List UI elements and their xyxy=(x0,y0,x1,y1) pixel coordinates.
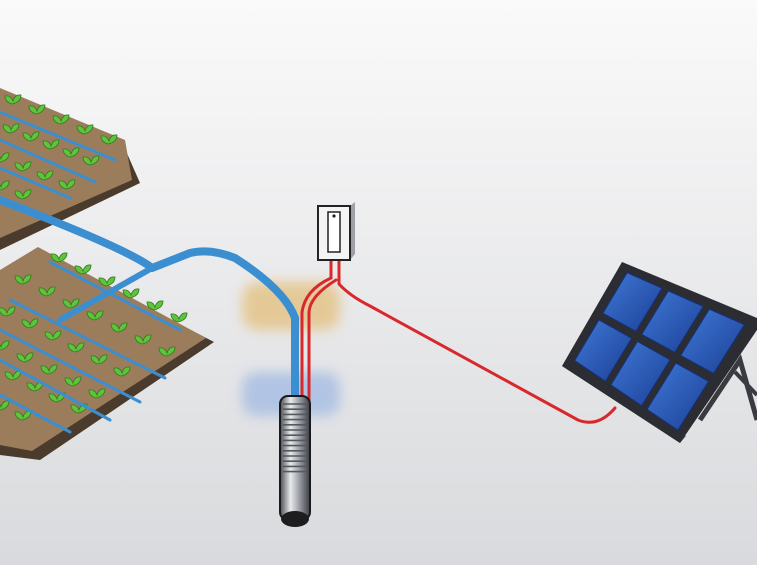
drip-line xyxy=(0,110,117,162)
plant-sprout xyxy=(110,322,128,333)
controller-indicator xyxy=(332,214,336,218)
drip-line xyxy=(0,358,112,422)
drip-line xyxy=(0,166,72,200)
pump-base xyxy=(281,511,309,527)
plant-sprout xyxy=(76,124,94,135)
plant-sprout xyxy=(67,342,85,353)
solar-cell xyxy=(646,362,710,431)
plant-rows-lower xyxy=(0,252,188,421)
plant-sprout xyxy=(4,94,22,105)
power-cable xyxy=(337,256,617,424)
drip-line xyxy=(0,393,72,434)
plant-sprout xyxy=(58,179,76,190)
plant-sprout xyxy=(90,354,108,365)
pump-intake-rings xyxy=(283,403,307,473)
plant-sprout xyxy=(2,123,20,134)
plant-sprout xyxy=(62,298,80,309)
controller-display xyxy=(327,211,341,253)
plant-sprout xyxy=(82,155,100,166)
plant-sprout xyxy=(16,352,34,363)
pipe-branch-lower xyxy=(57,265,155,323)
plant-sprout xyxy=(26,381,44,392)
solar-cell xyxy=(574,319,633,383)
plant-rows-upper xyxy=(0,94,118,200)
plant-sprout xyxy=(146,300,164,311)
plant-sprout xyxy=(22,131,40,142)
plant-sprout xyxy=(74,264,92,275)
plant-sprout xyxy=(42,139,60,150)
plant-sprout xyxy=(14,189,32,200)
plant-sprout xyxy=(62,147,80,158)
solar-cell xyxy=(679,308,746,375)
plant-sprout xyxy=(21,318,39,329)
plant-sprout xyxy=(4,370,22,381)
plant-sprout xyxy=(122,288,140,299)
plant-sprout xyxy=(38,286,56,297)
submersible-pump xyxy=(279,395,311,527)
panel-cells xyxy=(574,272,746,431)
plant-sprout xyxy=(28,104,46,115)
plant-sprout xyxy=(98,276,116,287)
plant-sprout xyxy=(44,330,62,341)
plant-sprout xyxy=(14,161,32,172)
plant-sprout xyxy=(158,346,176,357)
solar-cell xyxy=(602,272,663,332)
plant-sprout xyxy=(0,180,10,191)
plant-sprout xyxy=(86,310,104,321)
plant-sprout xyxy=(40,364,58,375)
solar-panel xyxy=(562,262,757,443)
drip-line xyxy=(48,260,182,332)
solar-cell xyxy=(641,290,704,353)
irrigated-field-lower xyxy=(0,247,214,460)
water-pipe xyxy=(0,196,299,406)
drip-lines xyxy=(0,110,182,434)
panel-leg xyxy=(733,370,757,397)
plant-sprout xyxy=(52,114,70,125)
plant-sprout xyxy=(64,376,82,387)
controller-side xyxy=(350,202,355,260)
plant-sprout xyxy=(36,170,54,181)
drip-line xyxy=(0,328,142,404)
plant-sprout xyxy=(0,400,10,411)
plant-sprout xyxy=(0,306,16,317)
solar-cell xyxy=(610,340,671,407)
plant-sprout xyxy=(113,366,131,377)
plant-sprout xyxy=(14,410,32,421)
plant-sprout xyxy=(88,388,106,399)
drip-line xyxy=(0,138,97,184)
plant-sprout xyxy=(170,312,188,323)
plant-sprout xyxy=(0,152,10,163)
panel-stand xyxy=(697,354,757,422)
plant-sprout xyxy=(100,134,118,145)
plant-sprout xyxy=(134,334,152,345)
plant-sprout xyxy=(50,252,68,263)
pump-controller xyxy=(317,202,355,261)
drip-line xyxy=(8,298,167,380)
plant-sprout xyxy=(14,274,32,285)
plant-sprout xyxy=(0,340,10,351)
